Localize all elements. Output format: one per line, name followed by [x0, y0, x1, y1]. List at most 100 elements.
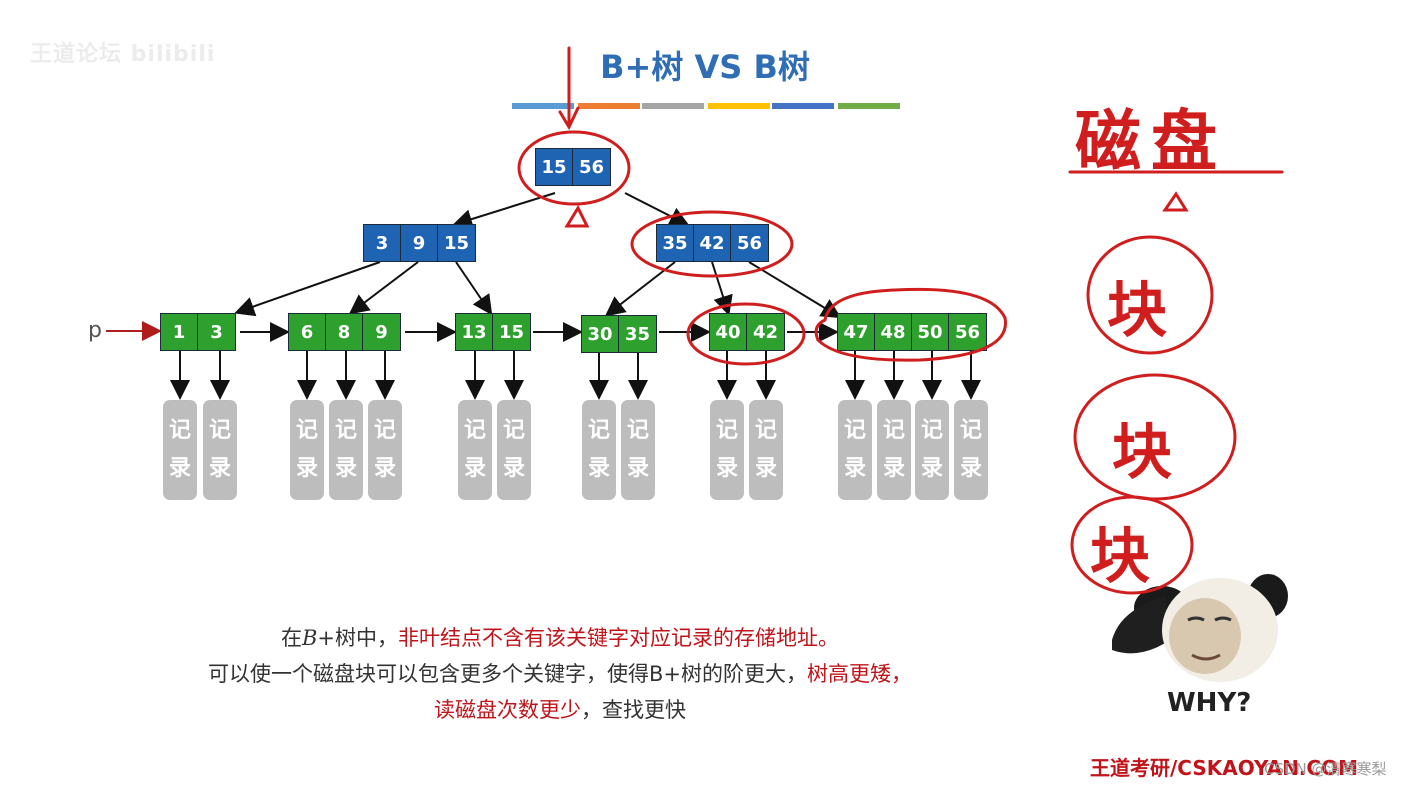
- record-block: 记录: [749, 400, 783, 500]
- leaf-node-6: 47 48 50 56: [837, 313, 987, 351]
- leaf-node-2: 6 8 9: [288, 313, 401, 351]
- annotation-circle-leaf-5: [686, 302, 806, 366]
- caption: 在B+树中，非叶结点不含有该关键字对应记录的存储地址。 可以使一个磁盘块可以包含…: [140, 620, 980, 728]
- key-cell: 35: [657, 225, 694, 261]
- record-block: 记录: [621, 400, 655, 500]
- caption-line-1: 在B+树中，非叶结点不含有该关键字对应记录的存储地址。: [140, 620, 980, 656]
- annotation-circle-block-2: [1073, 373, 1237, 501]
- internal-node-right: 35 42 56: [656, 224, 769, 262]
- record-block: 记录: [710, 400, 744, 500]
- key-cell: 40: [710, 314, 747, 350]
- annotation-circle-internal: [630, 210, 794, 278]
- title-color-bar: [838, 103, 900, 109]
- record-label: 录: [208, 456, 231, 481]
- record-block: 记录: [329, 400, 363, 500]
- record-label: 录: [843, 456, 866, 481]
- key-cell: 42: [694, 225, 731, 261]
- record-label: 录: [502, 456, 525, 481]
- root-node: 15 56: [535, 148, 611, 186]
- key-cell: 15: [438, 225, 475, 261]
- key-cell: 30: [582, 316, 619, 352]
- record-label: 录: [715, 456, 738, 481]
- leaf-node-4: 30 35: [581, 315, 657, 353]
- record-label: 录: [882, 456, 905, 481]
- tree-edge: [455, 261, 493, 316]
- record-label: 录: [373, 456, 396, 481]
- bilibili-watermark: 王道论坛 bilibili: [30, 42, 216, 67]
- title-color-bar: [642, 103, 704, 109]
- caption-text: +树中，: [317, 626, 399, 650]
- record-label: 录: [463, 456, 486, 481]
- annotation-circle-leaf-6: [814, 287, 1007, 362]
- record-label: 录: [168, 456, 191, 481]
- record-block: 记录: [368, 400, 402, 500]
- handwritten-disk: 磁盘: [1075, 102, 1227, 180]
- annotation-circle-block-1: [1086, 235, 1214, 355]
- record-label: 录: [295, 456, 318, 481]
- record-block: 记录: [163, 400, 197, 500]
- record-block: 记录: [290, 400, 324, 500]
- record-label: 记: [463, 418, 486, 443]
- caption-text: 在: [280, 626, 302, 650]
- key-cell: 13: [456, 314, 493, 350]
- record-block: 记录: [838, 400, 872, 500]
- record-label: 记: [587, 418, 610, 443]
- key-cell: 47: [838, 314, 875, 350]
- handwritten-block-2: 块: [1112, 418, 1172, 488]
- key-cell: 3: [198, 314, 235, 350]
- annotation-triangle: [564, 204, 590, 228]
- key-cell: 56: [731, 225, 768, 261]
- key-cell: 50: [912, 314, 949, 350]
- tree-edge: [711, 261, 733, 316]
- record-label: 记: [502, 418, 525, 443]
- caption-highlight: 树高更矮，: [807, 662, 912, 686]
- leaf-node-1: 1 3: [160, 313, 236, 351]
- title-color-bar: [512, 103, 574, 109]
- caption-line-2: 可以使一个磁盘块可以包含更多个关键字，使得B+树的阶更大，树高更矮，: [140, 656, 980, 692]
- key-cell: 15: [493, 314, 530, 350]
- record-block: 记录: [497, 400, 531, 500]
- record-label: 记: [882, 418, 905, 443]
- record-block: 记录: [458, 400, 492, 500]
- annotation-arrow: [558, 46, 580, 131]
- record-label: 录: [920, 456, 943, 481]
- record-label: 录: [754, 456, 777, 481]
- record-label: 记: [754, 418, 777, 443]
- record-block: 记录: [954, 400, 988, 500]
- key-cell: 56: [573, 149, 610, 185]
- key-cell: 48: [875, 314, 912, 350]
- record-block: 记录: [915, 400, 949, 500]
- key-cell: 1: [161, 314, 198, 350]
- annotation-circle-block-3: [1070, 495, 1194, 595]
- record-label: 记: [843, 418, 866, 443]
- record-label: 记: [715, 418, 738, 443]
- record-label: 记: [920, 418, 943, 443]
- key-cell: 56: [949, 314, 986, 350]
- key-cell: 3: [364, 225, 401, 261]
- title-color-bar: [578, 103, 640, 109]
- leaf-node-3: 13 15: [455, 313, 531, 351]
- annotation-triangle-2: [1162, 191, 1189, 212]
- key-cell: 35: [619, 316, 656, 352]
- caption-highlight: 读磁盘次数更少: [434, 698, 581, 722]
- record-block: 记录: [582, 400, 616, 500]
- record-label: 记: [334, 418, 357, 443]
- record-label: 记: [295, 418, 318, 443]
- record-label: 记: [626, 418, 649, 443]
- key-cell: 15: [536, 149, 573, 185]
- leaf-pointer-label: p: [88, 318, 102, 343]
- record-label: 记: [208, 418, 231, 443]
- record-label: 记: [168, 418, 191, 443]
- record-label: 录: [334, 456, 357, 481]
- brand-footer: 王道考研/CSKAOYAN.COM: [1090, 756, 1358, 780]
- tree-edge: [234, 261, 381, 317]
- title-color-bar: [708, 103, 770, 109]
- record-block: 记录: [203, 400, 237, 500]
- tree-edge: [748, 261, 842, 319]
- record-label: 记: [373, 418, 396, 443]
- tree-edge: [624, 192, 690, 226]
- annotation-circle-root: [517, 130, 631, 206]
